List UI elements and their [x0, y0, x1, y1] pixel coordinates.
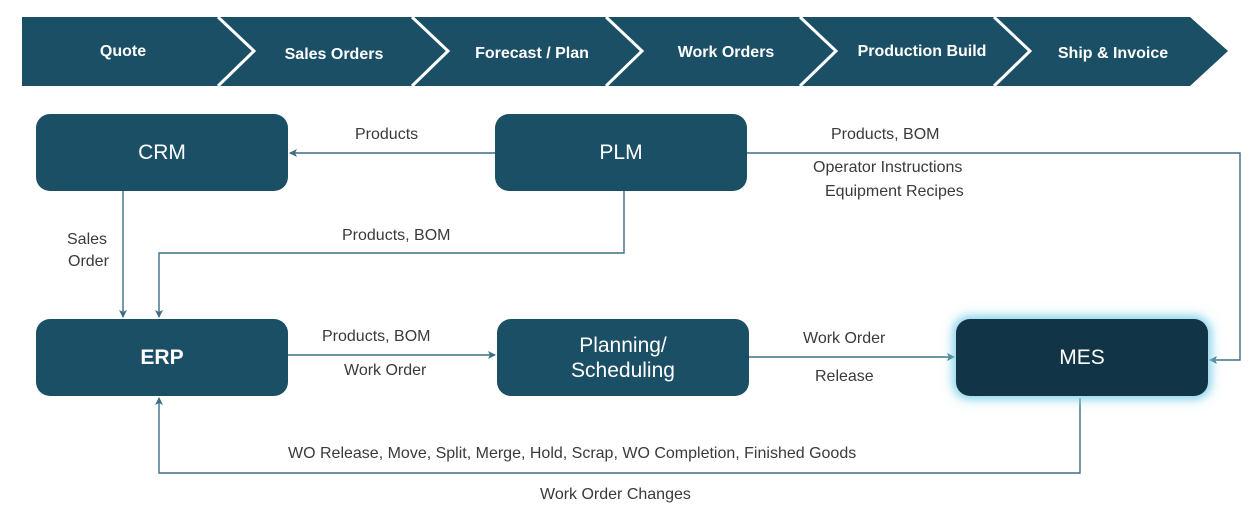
flow-label-plm-mes-1: Products, BOM [831, 126, 940, 143]
chevron-divider [604, 15, 645, 88]
system-planning-label-line1: Planning/ [579, 333, 667, 357]
flow-label-crm-erp-2: Order [68, 253, 109, 270]
chevron-divider [992, 15, 1033, 88]
flow-label-plm-mes-3: Equipment Recipes [825, 183, 964, 200]
flow-label-planning-mes-2: Release [815, 368, 874, 385]
connector-mes-erp [155, 397, 1081, 474]
step-quote: Quote [99, 42, 147, 60]
system-mes[interactable]: MES [956, 319, 1208, 396]
system-planning-label-line2: Scheduling [571, 358, 675, 382]
system-plm[interactable]: PLM [495, 114, 747, 191]
process-chevron-band [22, 15, 1228, 88]
step-forecast-plan: Forecast / Plan [475, 44, 589, 62]
flow-label-crm-erp-1: Sales [67, 231, 108, 248]
step-production-build: Production Build [857, 42, 987, 60]
connector-plm-erp [155, 191, 625, 318]
system-mes-label: MES [1059, 346, 1105, 369]
system-erp[interactable]: ERP [36, 319, 288, 396]
flow-label-plm-mes-2: Operator Instructions [813, 159, 963, 176]
chevron-divider [798, 15, 839, 88]
step-sales-orders: Sales Orders [284, 45, 384, 63]
flow-label-mes-erp-2: Work Order Changes [540, 486, 691, 503]
system-crm[interactable]: CRM [36, 114, 288, 191]
system-crm-label: CRM [138, 141, 186, 164]
flow-label-plm-erp: Products, BOM [342, 227, 451, 244]
system-planning-scheduling[interactable]: Planning/ Scheduling [497, 319, 749, 396]
chevron-divider [216, 15, 257, 88]
flow-label-erp-planning-1: Products, BOM [322, 328, 431, 345]
flow-label-mes-erp-1: WO Release, Move, Split, Merge, Hold, Sc… [288, 445, 857, 462]
chevron-band-fill [22, 17, 1228, 86]
connector-plm-mes [747, 152, 1241, 364]
flow-label-plm-crm: Products [355, 126, 419, 143]
system-plm-label: PLM [599, 141, 643, 164]
system-erp-label: ERP [140, 346, 184, 369]
flow-label-planning-mes-1: Work Order [803, 330, 886, 347]
step-ship-invoice: Ship & Invoice [1057, 44, 1169, 62]
flow-label-erp-planning-2: Work Order [344, 362, 427, 379]
step-work-orders: Work Orders [677, 43, 775, 61]
chevron-divider [410, 15, 451, 88]
